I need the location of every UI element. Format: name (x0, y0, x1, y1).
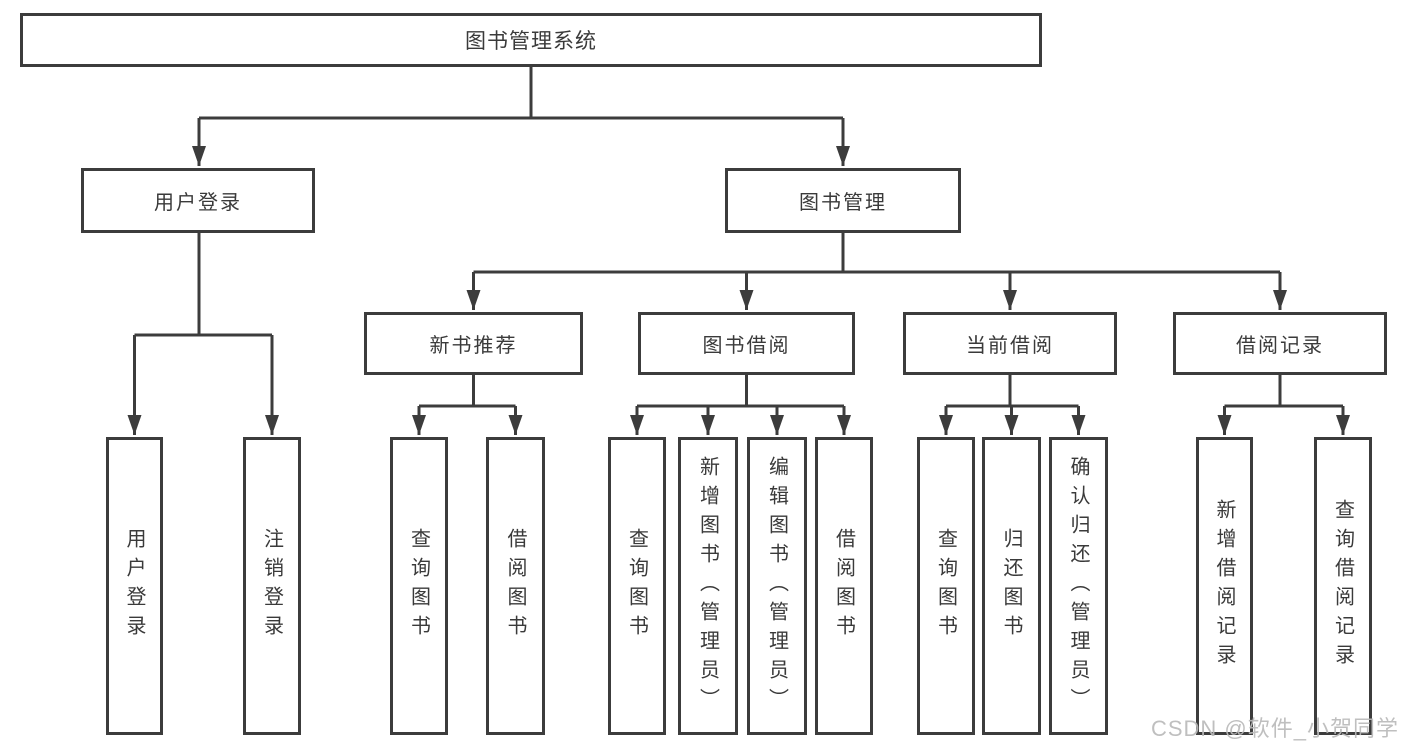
leaf-borrow-books-recommend: 借阅图书 (486, 437, 545, 735)
leaf-query-books-borrow: 查询图书 (608, 437, 666, 735)
node-book-management-module: 图书管理 (725, 168, 961, 233)
leaf-label: 注销登录 (260, 528, 283, 644)
leaf-query-books-recommend: 查询图书 (390, 437, 448, 735)
connector-root-to-level2 (192, 66, 850, 166)
node-library-management-system: 图书管理系统 (20, 13, 1042, 67)
node-label: 图书管理系统 (465, 30, 597, 53)
leaf-label: 新增图书（管理员） (696, 455, 719, 717)
leaf-add-books-admin: 新增图书（管理员） (678, 437, 738, 735)
leaf-confirm-return-admin: 确认归还（管理员） (1049, 437, 1108, 735)
node-label: 新书推荐 (429, 335, 518, 357)
leaf-borrow-books: 借阅图书 (815, 437, 873, 735)
node-label: 当前借阅 (966, 335, 1054, 357)
leaf-label: 确认归还（管理员） (1067, 455, 1089, 717)
leaf-label: 查询借阅记录 (1331, 499, 1354, 673)
leaf-label: 用户登录 (123, 528, 145, 644)
node-label: 图书借阅 (702, 335, 791, 357)
connector-borrow-records-children (1217, 375, 1350, 435)
leaf-label: 查询图书 (934, 528, 957, 644)
leaf-label: 新增借阅记录 (1213, 499, 1235, 673)
node-current-borrowing: 当前借阅 (903, 312, 1117, 375)
connector-user-login-children (127, 233, 279, 435)
leaf-label: 归还图书 (1000, 528, 1022, 644)
leaf-return-books: 归还图书 (982, 437, 1041, 735)
node-new-book-recommend: 新书推荐 (364, 312, 583, 375)
leaf-logout: 注销登录 (243, 437, 301, 735)
connector-new-rec-children (412, 375, 523, 435)
leaf-label: 查询图书 (625, 528, 648, 644)
leaf-label: 查询图书 (407, 528, 430, 644)
node-label: 借阅记录 (1236, 335, 1324, 357)
node-borrowing-records: 借阅记录 (1173, 312, 1387, 375)
leaf-query-books-current: 查询图书 (917, 437, 975, 735)
connector-current-borrow-children (939, 375, 1086, 435)
leaf-label: 编辑图书（管理员） (765, 455, 788, 717)
connector-book-borrow-children (630, 375, 851, 435)
leaf-label: 借阅图书 (504, 528, 526, 644)
node-label: 图书管理 (799, 192, 887, 214)
leaf-query-borrow-record: 查询借阅记录 (1314, 437, 1372, 735)
leaf-add-borrow-record: 新增借阅记录 (1196, 437, 1253, 735)
node-book-borrowing: 图书借阅 (638, 312, 855, 375)
csdn-watermark: CSDN @软件_小贺同学 (1150, 716, 1399, 741)
leaf-label: 借阅图书 (832, 528, 855, 644)
connector-book-mgmt-children (466, 233, 1287, 310)
node-label: 用户登录 (154, 192, 242, 214)
leaf-edit-books-admin: 编辑图书（管理员） (747, 437, 807, 735)
leaf-user-login: 用户登录 (106, 437, 163, 735)
node-user-login-module: 用户登录 (81, 168, 315, 233)
